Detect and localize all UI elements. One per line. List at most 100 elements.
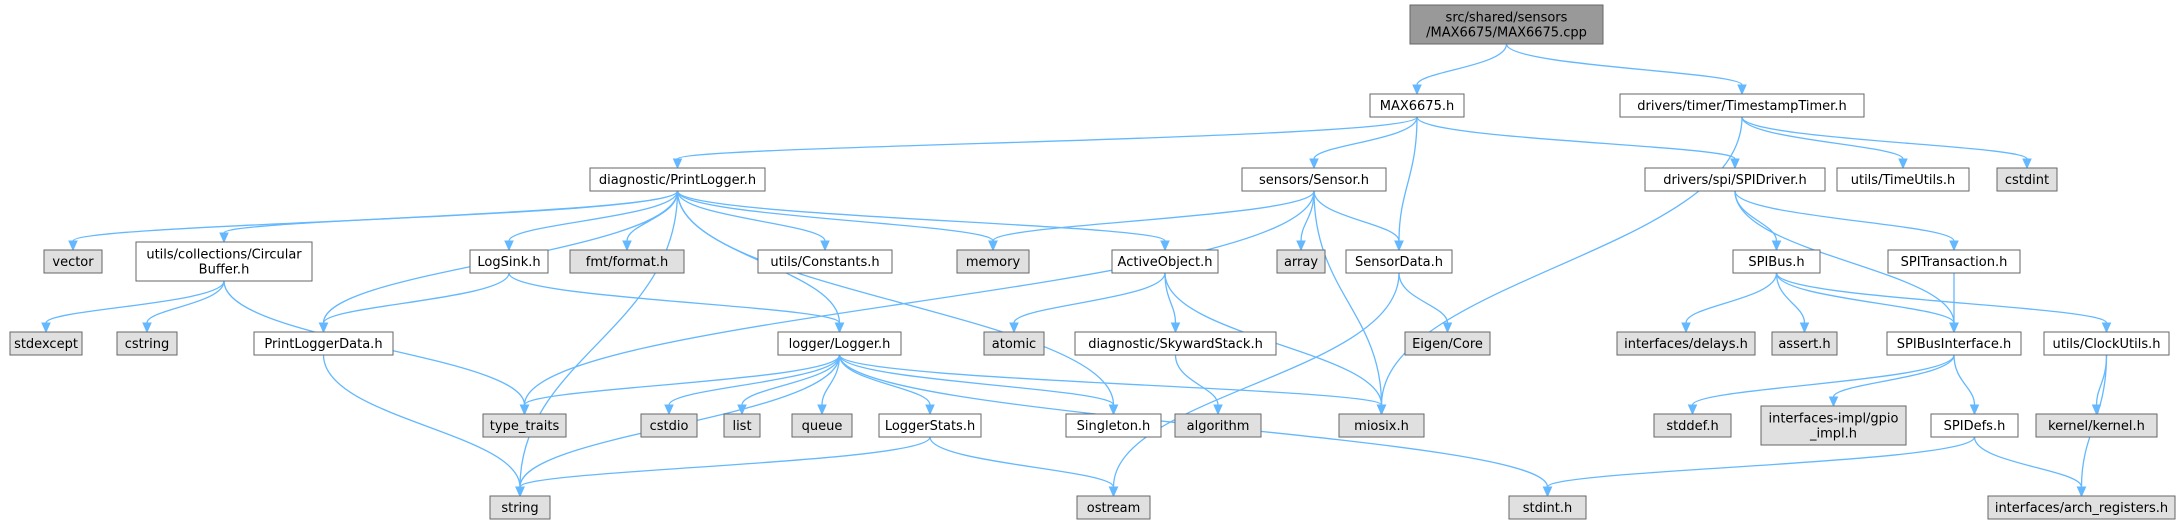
edge-arrowhead — [1771, 240, 1782, 252]
node-box — [1644, 167, 1826, 192]
node-active-object[interactable]: ActiveObject.h — [1111, 249, 1219, 274]
edge-arrowhead — [1799, 322, 1810, 334]
edge-arrowhead — [1309, 158, 1319, 170]
node-box — [569, 249, 685, 274]
node-label: interfaces/arch_registers.h — [1995, 501, 2168, 516]
node-spi-transaction[interactable]: SPITransaction.h — [1887, 249, 2021, 274]
edge-max6675-h-to-print-logger — [672, 116, 1418, 170]
node-ostream: ostream — [1076, 495, 1151, 520]
node-layer: src/shared/sensors/MAX6675/MAX6675.cppMA… — [9, 4, 2176, 520]
node-spi-defs[interactable]: SPIDefs.h — [1930, 413, 2019, 438]
edge-logger-stats-to-string — [515, 436, 931, 498]
edge-line — [1734, 190, 1955, 242]
node-box — [791, 413, 853, 438]
node-stdint-h: stdint.h — [1508, 495, 1587, 520]
edge-logger-to-singleton — [838, 354, 1119, 416]
edge-line — [741, 354, 841, 406]
node-box — [1074, 331, 1277, 356]
node-box — [878, 413, 982, 438]
edge-print-logger-to-active-object — [676, 190, 1170, 252]
node-label: SPIBus.h — [1748, 255, 1804, 270]
node-log-sink[interactable]: LogSink.h — [469, 249, 549, 274]
edge-layer — [41, 43, 2112, 498]
node-label: stdexcept — [14, 337, 78, 352]
node-box — [1404, 331, 1491, 356]
edge-arrowhead — [1737, 84, 1747, 96]
node-label: drivers/timer/TimestampTimer.h — [1637, 99, 1846, 114]
edge-logger-to-cstdio — [664, 354, 841, 416]
node-time-utils[interactable]: utils/TimeUtils.h — [1836, 167, 1970, 192]
node-max6675-h[interactable]: MAX6675.h — [1369, 93, 1465, 118]
node-interfaces-delays: interfaces/delays.h — [1616, 331, 1756, 356]
node-label: drivers/spi/SPIDriver.h — [1663, 173, 1807, 188]
edge-arrowhead — [1949, 322, 1959, 334]
node-label: utils/TimeUtils.h — [1851, 173, 1956, 188]
edge-line — [838, 354, 1115, 406]
node-constants[interactable]: utils/Constants.h — [757, 249, 893, 274]
node-label: kernel/kernel.h — [2048, 419, 2145, 434]
edge-line — [668, 354, 841, 406]
node-label: SPIDefs.h — [1944, 419, 2006, 434]
edge-line — [1546, 436, 1976, 488]
edge-arrowhead — [1542, 486, 1553, 498]
edge-arrowhead — [1108, 486, 1119, 498]
edge-line — [1741, 116, 1904, 160]
node-label: vector — [52, 255, 94, 270]
edge-sensor-data-to-ostream — [1108, 272, 1400, 498]
node-spi-bus-interface[interactable]: SPIBusInterface.h — [1886, 331, 2022, 356]
edge-line — [523, 190, 1315, 406]
node-box — [489, 495, 551, 520]
node-label: type_traits — [490, 419, 560, 434]
node-label: fmt/format.h — [586, 255, 668, 270]
edge-logger-stats-to-ostream — [929, 436, 1119, 498]
node-box — [1409, 4, 1604, 45]
edge-circular-buffer-to-cstring — [142, 280, 225, 334]
edge-log-sink-to-print-logger-data — [318, 272, 510, 334]
edge-arrowhead — [1681, 322, 1691, 334]
edge-line — [1734, 190, 1955, 324]
node-print-logger-data[interactable]: PrintLoggerData.h — [253, 331, 394, 356]
node-label: stddef.h — [1666, 419, 1718, 434]
node-label: memory — [966, 255, 1021, 270]
edge-spi-driver-to-spi-bus — [1734, 190, 1782, 252]
node-logger[interactable]: logger/Logger.h — [777, 331, 902, 356]
node-clock-utils[interactable]: utils/ClockUtils.h — [2043, 331, 2170, 356]
node-label: miosix.h — [1354, 419, 1409, 434]
edge-spi-defs-to-stdint-h — [1542, 436, 1976, 498]
node-label: cstdio — [650, 419, 689, 434]
node-box — [1619, 93, 1865, 118]
edge-spi-bus-interface-to-gpio-impl — [1828, 354, 1955, 408]
edge-line — [1313, 116, 1418, 160]
node-spi-driver[interactable]: drivers/spi/SPIDriver.h — [1644, 167, 1826, 192]
node-print-logger[interactable]: diagnostic/PrintLogger.h — [589, 167, 766, 192]
node-timestamp-timer[interactable]: drivers/timer/TimestampTimer.h — [1619, 93, 1865, 118]
node-logger-stats[interactable]: LoggerStats.h — [878, 413, 982, 438]
node-label: Buffer.h — [199, 263, 250, 278]
node-singleton[interactable]: Singleton.h — [1065, 413, 1162, 438]
node-spi-bus[interactable]: SPIBus.h — [1732, 249, 1821, 274]
node-arch-registers: interfaces/arch_registers.h — [1987, 495, 2176, 520]
node-box — [1987, 495, 2176, 520]
node-label: PrintLoggerData.h — [264, 337, 382, 352]
node-sensor-h[interactable]: sensors/Sensor.h — [1241, 167, 1387, 192]
node-skyward-stack[interactable]: diagnostic/SkywardStack.h — [1074, 331, 1277, 356]
edge-line — [1380, 116, 1743, 406]
node-label: Singleton.h — [1077, 419, 1151, 434]
node-label: SensorData.h — [1355, 255, 1443, 270]
node-label: algorithm — [1187, 419, 1250, 434]
node-sensor-data[interactable]: SensorData.h — [1345, 249, 1453, 274]
node-label: cstring — [125, 337, 169, 352]
node-label: utils/collections/Circular — [146, 248, 302, 263]
node-root[interactable]: src/shared/sensors/MAX6675/MAX6675.cpp — [1409, 4, 1604, 45]
edge-line — [519, 190, 679, 488]
edge-line — [1832, 354, 1955, 398]
node-label: atomic — [992, 337, 1036, 352]
edge-line — [1775, 272, 1806, 324]
edge-line — [676, 190, 1115, 406]
edge-line — [676, 190, 994, 242]
edge-arrowhead — [318, 322, 329, 334]
node-box — [1076, 495, 1151, 520]
node-box — [1887, 249, 2021, 274]
node-box — [1174, 413, 1262, 438]
